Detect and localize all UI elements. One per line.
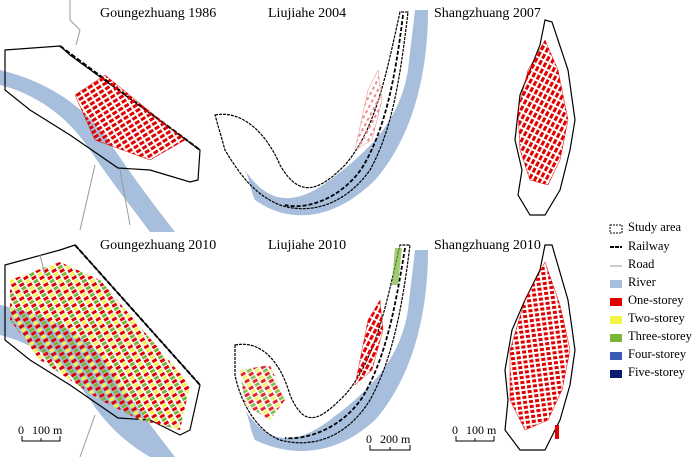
scalebar-goungezhuang-zero: 0 (18, 423, 24, 437)
road (39, 254, 96, 457)
map-shangzhuang-2007 (514, 19, 576, 216)
buildings (354, 69, 383, 151)
map-shangzhuang-2010 (504, 244, 576, 451)
scalebar-goungezhuang (21, 436, 61, 442)
title-liujiahe-2010: Liujiahe 2010 (268, 238, 347, 253)
scalebar-liujiahe-label: 200 m (380, 432, 411, 446)
buildings (509, 261, 571, 431)
scalebar-shangzhuang-zero: 0 (452, 423, 458, 437)
legend-label-three-storey: Three-storey (628, 329, 692, 343)
title-goungezhuang-1986: Goungezhuang 1986 (100, 6, 217, 21)
study-area (214, 11, 409, 210)
study-area (4, 45, 201, 183)
map-liujiahe-2004 (214, 10, 428, 216)
study-area (4, 244, 201, 436)
legend-symbol-three-storey (610, 334, 622, 342)
buildings-green (392, 248, 402, 285)
legend-label-four-storey: Four-storey (628, 347, 687, 361)
map-goungezhuang-1986 (0, 0, 201, 232)
buildings (354, 299, 384, 386)
legend-symbol-five-storey (610, 370, 622, 378)
study-area (234, 244, 411, 444)
title-shangzhuang-2007: Shangzhuang 2007 (434, 6, 541, 21)
river (0, 70, 175, 232)
building-large (555, 425, 559, 439)
buildings-yellow (240, 365, 285, 420)
legend-label-two-storey: Two-storey (628, 311, 685, 325)
legend-label-road: Road (628, 257, 655, 271)
legend-symbol-study-area (609, 224, 623, 234)
scalebar-shangzhuang-label: 100 m (466, 423, 497, 437)
legend-label-study-area: Study area (628, 220, 682, 234)
railway (284, 14, 404, 208)
buildings (517, 39, 569, 186)
river (245, 10, 428, 216)
railway (74, 244, 201, 386)
scalebar-goungezhuang-label: 100 m (32, 423, 63, 437)
scalebar-liujiahe (369, 445, 411, 451)
map-liujiahe-2010 (234, 244, 428, 451)
legend-label-one-storey: One-storey (628, 293, 684, 307)
map-goungezhuang-2010 (0, 244, 201, 457)
legend-label-river: River (628, 275, 656, 289)
legend-label-railway: Railway (628, 239, 670, 253)
legend-label-five-storey: Five-storey (628, 365, 685, 379)
legend-symbol-one-storey (610, 298, 622, 306)
railway (284, 247, 406, 440)
legend-symbol-river (610, 280, 622, 288)
legend-symbol-four-storey (610, 352, 622, 360)
river (245, 250, 428, 451)
buildings (10, 262, 190, 430)
title-liujiahe-2004: Liujiahe 2004 (268, 6, 347, 21)
legend-symbols (609, 224, 623, 378)
study-area (504, 244, 576, 451)
scalebar-shangzhuang (455, 436, 495, 442)
title-shangzhuang-2010: Shangzhuang 2010 (434, 238, 541, 253)
buildings (74, 74, 186, 161)
scalebar-liujiahe-zero: 0 (366, 432, 372, 446)
title-goungezhuang-2010: Goungezhuang 2010 (100, 238, 217, 253)
legend-symbol-two-storey (610, 316, 622, 324)
road (69, 0, 131, 231)
